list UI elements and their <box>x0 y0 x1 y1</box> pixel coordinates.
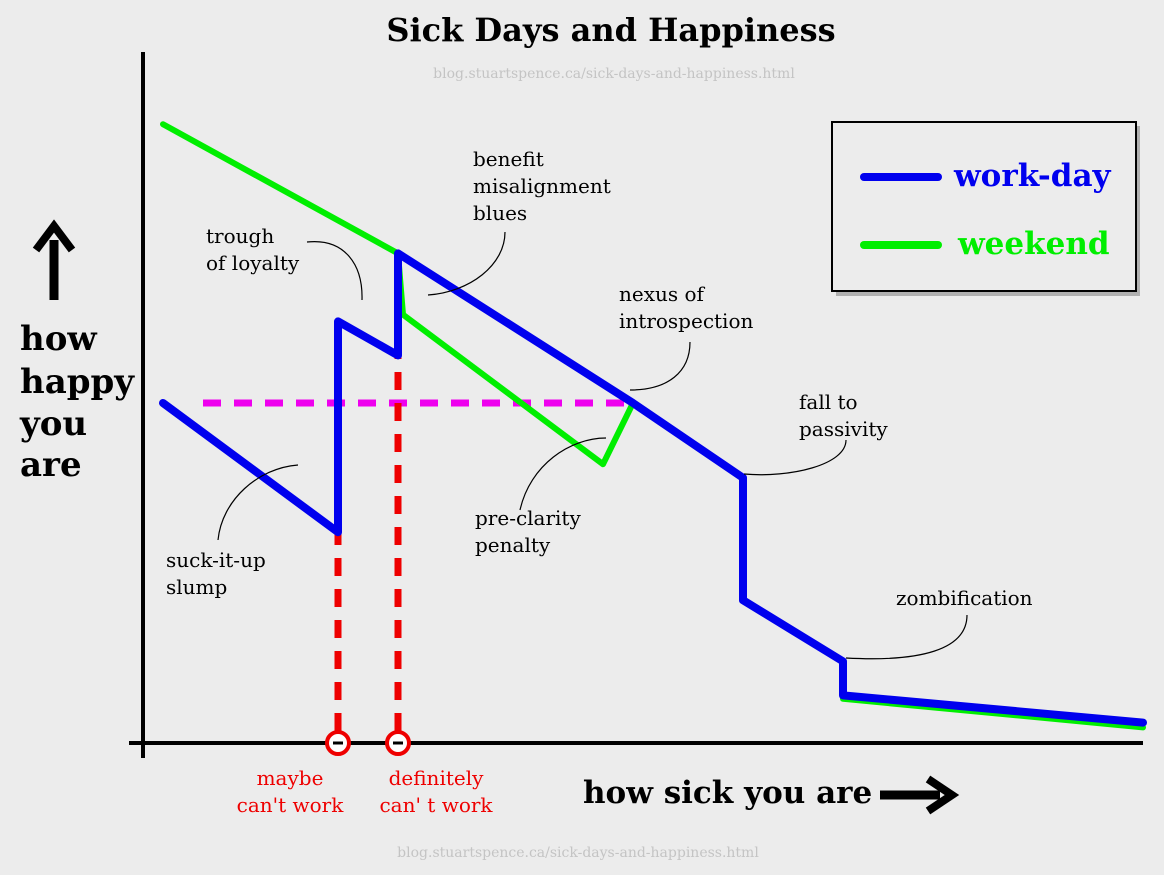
annotation-line: pre-clarity <box>475 506 581 530</box>
annotation-line: misalignment <box>473 174 611 198</box>
x-axis-label: how sick you are <box>583 775 872 811</box>
x-marker-label-line: maybe <box>257 766 324 790</box>
x-marker-label-line: definitely <box>389 766 485 790</box>
y-axis-label-line: how <box>20 319 97 359</box>
up-arrow-icon <box>32 219 76 253</box>
watermark-bottom: blog.stuartspence.ca/sick-days-and-happi… <box>397 845 759 861</box>
series-line-work-day <box>159 249 1147 727</box>
legend: work-day weekend <box>831 121 1140 296</box>
annotation-leader-trough <box>306 241 363 301</box>
annotation-zombie: zombification <box>896 586 1033 610</box>
annotation-leader-suck <box>217 464 299 541</box>
annotation-line: passivity <box>799 417 888 441</box>
chart-title: Sick Days and Happiness <box>386 11 835 49</box>
reference-lines <box>203 355 633 731</box>
annotation-leader-benefit <box>427 231 506 296</box>
watermark-top: blog.stuartspence.ca/sick-days-and-happi… <box>433 66 795 82</box>
annotation-line: zombification <box>896 586 1033 610</box>
y-axis-label-line: are <box>20 445 82 485</box>
x-markers: maybe can't work definitely can' t work <box>237 730 493 817</box>
annotation-leader-preclarity <box>519 437 607 511</box>
x-marker-label-line: can' t work <box>379 793 493 817</box>
axes <box>129 52 1143 758</box>
legend-label-work-day: work-day <box>953 158 1112 194</box>
y-axis-label-line: happy <box>20 362 135 402</box>
y-axis-label-line: you <box>19 404 87 444</box>
y-axis-label-group: how happy you are <box>19 219 146 485</box>
right-arrow-icon <box>925 775 960 815</box>
annotation-suck: suck-it-up slump <box>166 548 266 599</box>
annotation-line: introspection <box>619 309 753 333</box>
annotation-trough: trough of loyalty <box>206 224 300 275</box>
annotation-line: penalty <box>475 533 551 557</box>
annotation-line: benefit <box>473 147 544 171</box>
annotation-leader-fall <box>743 439 847 476</box>
annotation-line: slump <box>166 575 227 599</box>
x-marker-label: maybe can't work <box>237 766 345 817</box>
annotation-fall: fall to passivity <box>799 390 888 441</box>
annotation-line: blues <box>473 201 527 225</box>
x-axis-label-group: how sick you are <box>583 775 960 815</box>
annotation-preclarity: pre-clarity penalty <box>475 506 581 557</box>
legend-label-weekend: weekend <box>957 226 1110 262</box>
annotation-nexus: nexus of introspection <box>619 282 753 333</box>
x-marker-label: definitely can' t work <box>379 766 493 817</box>
annotation-leader-nexus <box>629 341 691 391</box>
annotation-line: of loyalty <box>206 251 300 275</box>
legend-box <box>831 121 1137 292</box>
annotation-line: suck-it-up <box>166 548 266 572</box>
series-lines <box>159 121 1147 731</box>
annotation-line: fall to <box>799 390 858 414</box>
x-marker-label-line: can't work <box>237 793 345 817</box>
annotations: trough of loyalty benefit misalignment blues… <box>166 147 1033 660</box>
annotation-benefit: benefit misalignment blues <box>473 147 611 225</box>
y-axis-label: how happy you are <box>19 319 146 485</box>
annotation-line: trough <box>206 224 274 248</box>
annotation-line: nexus of <box>619 282 706 306</box>
annotation-leader-zombie <box>845 614 968 660</box>
